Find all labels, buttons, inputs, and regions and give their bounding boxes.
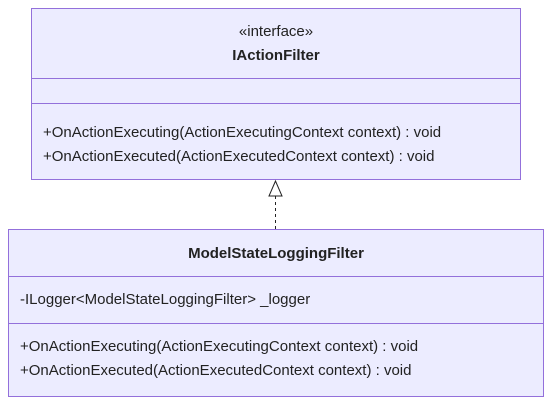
class-methods-section: +OnActionExecuting(ActionExecutingContex…: [9, 323, 543, 397]
interface-method: +OnActionExecuted(ActionExecutedContext …: [43, 148, 435, 165]
class-attribute: -ILogger<ModelStateLoggingFilter> _logge…: [20, 291, 311, 308]
interface-box-iactionfilter[interactable]: «interface» IActionFilter +OnActionExecu…: [31, 8, 521, 180]
interface-attributes-section: [32, 78, 520, 103]
interface-methods-section: +OnActionExecuting(ActionExecutingContex…: [32, 103, 520, 180]
class-name: ModelStateLoggingFilter: [188, 245, 364, 262]
realization-arrowhead: [268, 179, 283, 197]
interface-stereotype: «interface»: [238, 23, 314, 40]
class-attributes-section: -ILogger<ModelStateLoggingFilter> _logge…: [9, 276, 543, 324]
class-box-modelstateloggingfilter[interactable]: ModelStateLoggingFilter -ILogger<ModelSt…: [8, 229, 544, 397]
class-method: +OnActionExecuted(ActionExecutedContext …: [20, 362, 412, 379]
class-method: +OnActionExecuting(ActionExecutingContex…: [20, 338, 419, 355]
interface-name: IActionFilter: [232, 47, 320, 64]
interface-method: +OnActionExecuting(ActionExecutingContex…: [43, 124, 442, 141]
